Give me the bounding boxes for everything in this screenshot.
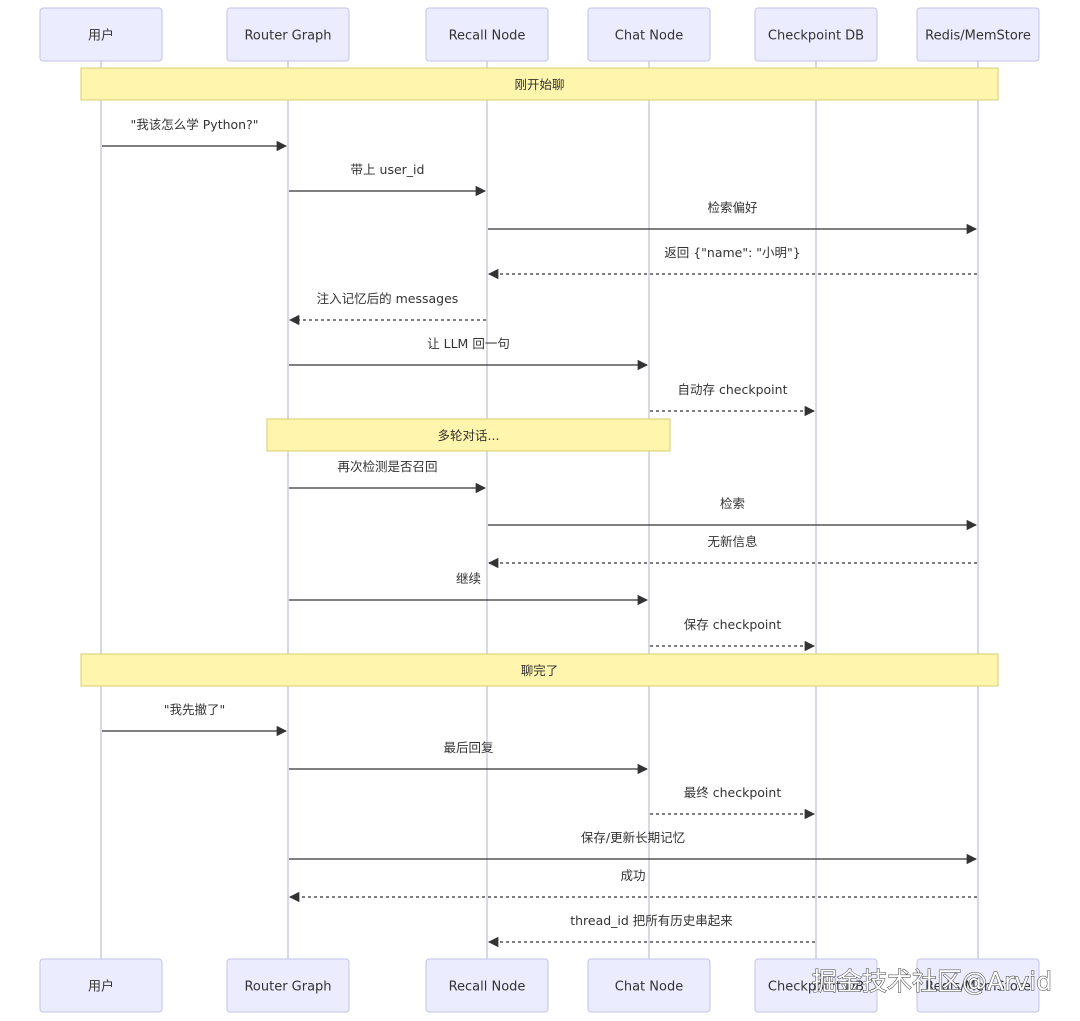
message-label: "我该怎么学 Python?" [131,117,259,132]
actor-box [916,958,1040,1013]
message-label: 再次检测是否召回 [337,459,437,474]
message-ckpt-to-recall: thread_id 把所有历史串起来 [487,913,815,948]
actor-box [39,958,163,1013]
message-chat-to-ckpt: 自动存 checkpoint [650,382,816,417]
message-router-to-chat: 继续 [289,571,649,606]
actor-redis-top: Redis/MemStore [916,7,1040,62]
actor-router-bottom: Router Graph [226,958,350,1013]
actor-box [754,958,878,1013]
actor-ckpt-top: Checkpoint DB [754,7,878,62]
message-label: 无新信息 [707,534,757,549]
message-label: 返回 {"name": "小明"} [664,245,801,260]
actor-box [39,7,163,62]
actor-label: Redis/MemStore [925,980,1031,995]
actor-chat-bottom: Chat Node [587,958,711,1013]
actor-label: Router Graph [244,29,331,44]
message-label: "我先撤了" [164,702,226,717]
note-box [80,653,999,687]
note-text: 聊完了 [521,663,559,678]
note: 多轮对话... [266,418,671,452]
note: 聊完了 [80,653,999,687]
lifelines [100,61,979,959]
message-router-to-recall: 再次检测是否召回 [289,459,487,494]
message-redis-to-router: 成功 [288,868,977,903]
actor-recall-bottom: Recall Node [425,958,549,1013]
actor-redis-bottom: Redis/MemStore [916,958,1040,1013]
actor-user-top: 用户 [39,7,163,62]
message-router-to-recall: 带上 user_id [289,162,487,197]
message-label: 注入记忆后的 messages [317,291,459,306]
message-label: 保存/更新长期记忆 [581,830,685,845]
message-label: 最后回复 [443,740,494,755]
watermark-text: 掘金技术社区@Arvid [812,967,1052,996]
actor-label: Checkpoint DB [768,980,864,995]
actors-bottom: 用户 Router Graph Recall Node Chat Node Checkp… [39,958,1040,1013]
actor-label: Recall Node [449,980,526,995]
message-user-to-router: "我先撤了" [102,702,288,737]
note-box [266,418,671,452]
message-label: 最终 checkpoint [684,785,782,800]
message-label: 成功 [620,868,645,883]
actor-recall-top: Recall Node [425,7,549,62]
message-recall-to-redis: 检索偏好 [488,200,978,235]
note: 刚开始聊 [80,67,999,101]
actor-box [754,7,878,62]
message-label: 自动存 checkpoint [678,382,788,397]
actor-label: Checkpoint DB [768,29,864,44]
actor-label: 用户 [88,28,114,44]
message-chat-to-ckpt: 保存 checkpoint [650,617,816,652]
actor-user-bottom: 用户 [39,958,163,1013]
actor-box [226,7,350,62]
actor-label: Chat Node [615,29,683,44]
message-recall-to-router: 注入记忆后的 messages [288,291,486,326]
message-router-to-chat: 最后回复 [289,740,649,775]
actor-box [916,7,1040,62]
note-text: 刚开始聊 [514,77,564,92]
message-label: 带上 user_id [351,162,425,177]
message-label: 让 LLM 回一句 [427,336,510,351]
actor-box [587,958,711,1013]
message-router-to-redis: 保存/更新长期记忆 [289,830,978,865]
actor-box [425,7,549,62]
actor-label: Recall Node [449,29,526,44]
actor-label: Redis/MemStore [925,29,1031,44]
message-label: 保存 checkpoint [684,617,782,632]
message-chat-to-ckpt: 最终 checkpoint [650,785,816,820]
actor-box [587,7,711,62]
message-label: 检索偏好 [707,200,757,215]
actors-top: 用户 Router Graph Recall Node Chat Node Checkp… [39,7,1040,62]
actor-box [425,958,549,1013]
actor-router-top: Router Graph [226,7,350,62]
note-box [80,67,999,101]
actor-label: 用户 [88,979,114,995]
message-redis-to-recall: 无新信息 [487,534,977,569]
actor-label: Router Graph [244,980,331,995]
message-recall-to-redis: 检索 [488,496,978,531]
message-router-to-chat: 让 LLM 回一句 [289,336,649,371]
actor-ckpt-bottom: Checkpoint DB [754,958,878,1013]
message-label: 检索 [720,496,745,511]
message-redis-to-recall: 返回 {"name": "小明"} [487,245,977,280]
note-text: 多轮对话... [438,428,500,443]
message-label: 继续 [456,571,481,586]
actor-chat-top: Chat Node [587,7,711,62]
actor-label: Chat Node [615,980,683,995]
message-label: thread_id 把所有历史串起来 [570,913,733,928]
actor-box [226,958,350,1013]
message-user-to-router: "我该怎么学 Python?" [102,117,288,152]
